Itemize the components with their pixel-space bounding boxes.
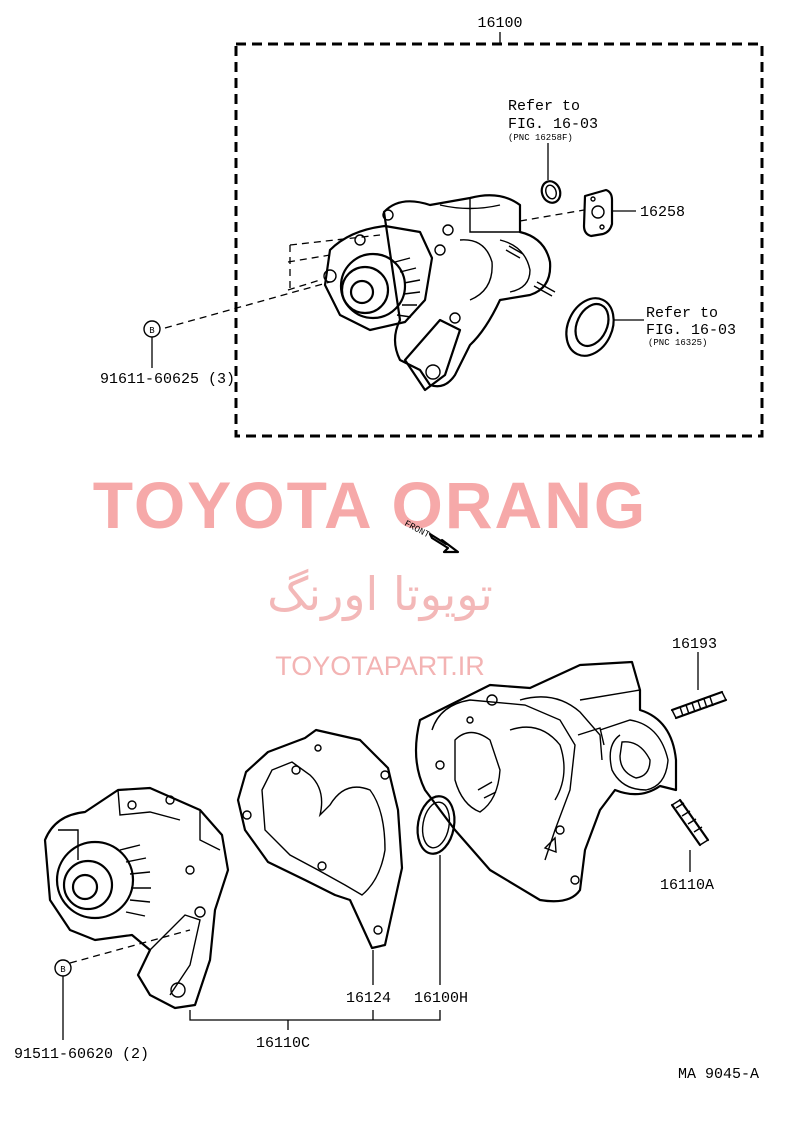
bolt-91611-label: 91611-60625 (3) (100, 371, 235, 388)
bolt-b-letter-upper: B (149, 326, 155, 336)
exploded-view: 16193 16110A 16100H 16124 (14, 636, 728, 1063)
ref-2-line1: Refer to (646, 305, 718, 322)
stud-16193-label: 16193 (672, 636, 717, 653)
watermark-persian: تویوتا اورنگ (267, 567, 493, 622)
water-inlet-housing-drawing (414, 660, 678, 903)
gasket-16258-label: 16258 (640, 204, 685, 221)
bolt-91511-label: 91511-60620 (2) (14, 1046, 149, 1063)
figure-code: MA 9045-A (678, 1066, 759, 1083)
bolt-b-letter-lower: B (60, 965, 66, 975)
ref-1-line1: Refer to (508, 98, 580, 115)
ref-1-pnc: (PNC 16258F) (508, 133, 573, 143)
stud-16110a-drawing (670, 798, 710, 847)
subassembly-16110c-label: 16110C (256, 1035, 310, 1052)
watermark-url: TOYOTAPART.IR (275, 651, 485, 681)
stud-16110a-label: 16110A (660, 877, 714, 894)
ref-2-pnc: (PNC 16325) (648, 338, 707, 348)
o-ring-16100h-label: 16100H (414, 990, 468, 1007)
assembly-box: 16100 Refer to FIG. 16-03 (PNC 16258F) 1… (100, 15, 764, 438)
watermark: TOYOTA ORANG تویوتا اورنگ TOYOTAPART.IR (93, 468, 647, 681)
stud-16193-drawing (670, 690, 728, 720)
assembly-part-number: 16100 (477, 15, 522, 32)
watermark-brand: TOYOTA ORANG (93, 468, 647, 542)
ref-1-line2: FIG. 16-03 (508, 116, 598, 133)
water-pump-assembly-drawing (164, 194, 556, 392)
gasket-16124-label: 16124 (346, 990, 391, 1007)
gasket-16124-drawing (236, 728, 404, 950)
ref-2-line2: FIG. 16-03 (646, 322, 736, 339)
o-ring-16100h-drawing (416, 795, 456, 855)
water-pump-drawing (43, 786, 230, 1010)
